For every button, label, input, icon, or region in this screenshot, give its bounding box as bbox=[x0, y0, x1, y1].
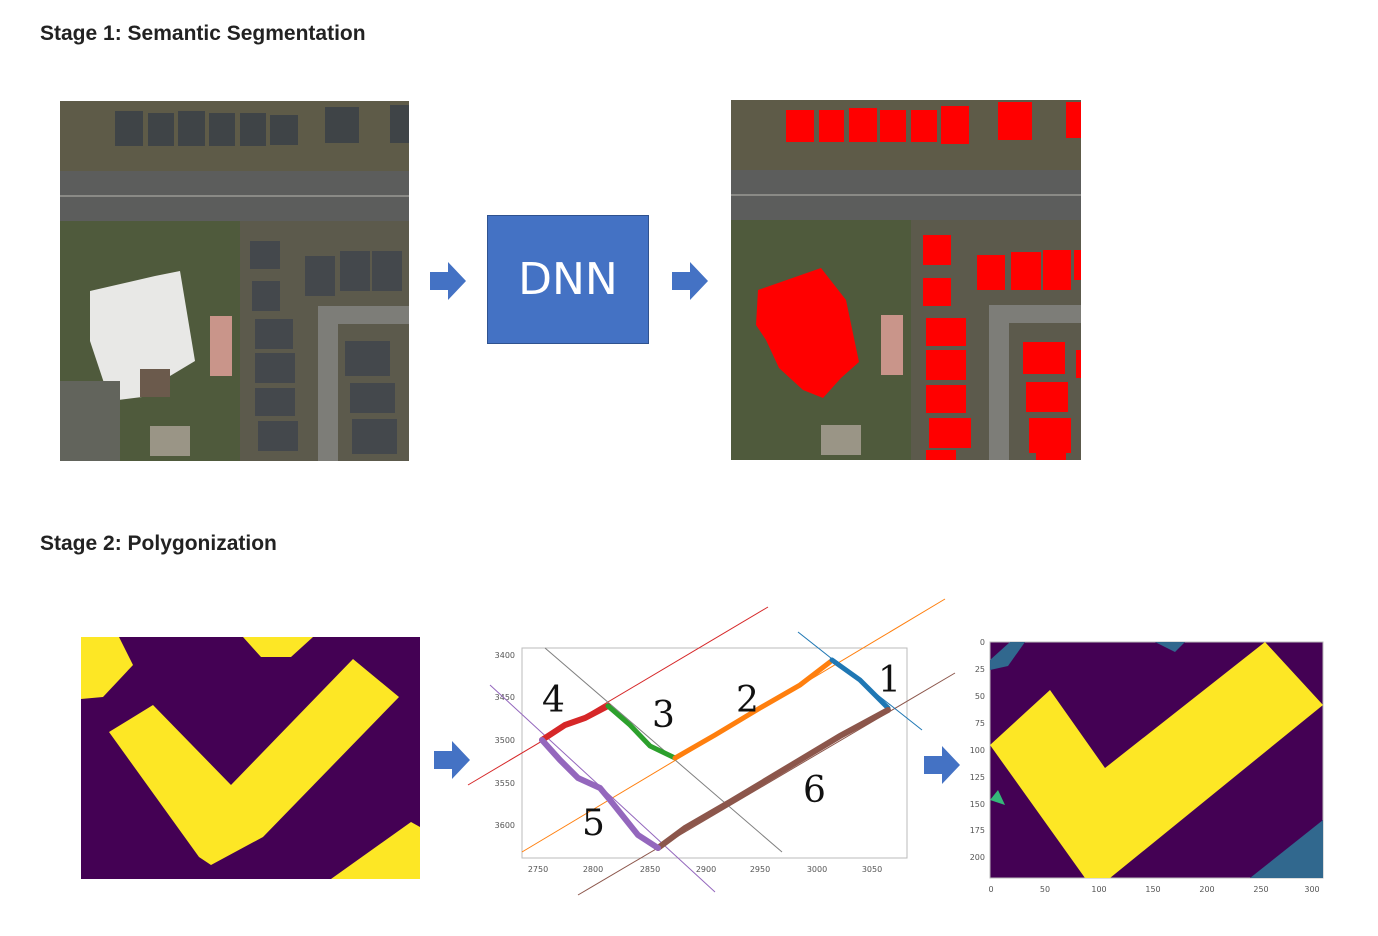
stage2-title: Stage 2: Polygonization bbox=[40, 532, 277, 555]
fit-y-tick: 3550 bbox=[495, 779, 515, 788]
segment-label-4: 4 bbox=[542, 680, 565, 721]
dnn-label: DNN bbox=[518, 254, 618, 305]
fit-y-tick: 3500 bbox=[495, 736, 515, 745]
fit-x-tick: 2950 bbox=[750, 865, 770, 874]
fit-line-brown bbox=[577, 672, 956, 896]
poly-y-tick: 75 bbox=[975, 719, 985, 728]
poly-x-tick: 150 bbox=[1145, 885, 1160, 894]
segment-6-brown bbox=[655, 707, 891, 851]
poly-x-tick: 50 bbox=[1040, 885, 1050, 894]
fit-x-tick: 2900 bbox=[696, 865, 716, 874]
arrow-right-icon bbox=[434, 741, 470, 779]
fit-x-tick: 2800 bbox=[583, 865, 603, 874]
poly-y-tick: 150 bbox=[970, 800, 985, 809]
poly-y-tick: 125 bbox=[970, 773, 985, 782]
segment-4-red bbox=[539, 703, 611, 743]
segment-label-3: 3 bbox=[652, 695, 675, 736]
stage1-title: Stage 1: Semantic Segmentation bbox=[40, 22, 366, 45]
poly-y-tick: 0 bbox=[980, 638, 985, 647]
poly-x-tick: 100 bbox=[1091, 885, 1106, 894]
poly-y-tick: 100 bbox=[970, 746, 985, 755]
fit-x-tick: 2750 bbox=[528, 865, 548, 874]
poly-x-tick: 200 bbox=[1199, 885, 1214, 894]
arrow-right-icon bbox=[924, 746, 960, 784]
input-aerial-image bbox=[60, 101, 409, 461]
segmentation-output-image bbox=[731, 100, 1081, 460]
segment-5-purple bbox=[539, 737, 661, 851]
poly-x-tick: 250 bbox=[1253, 885, 1268, 894]
arrow-right-icon bbox=[672, 262, 708, 300]
segment-2-orange bbox=[672, 659, 833, 761]
segment-label-2: 2 bbox=[736, 680, 759, 721]
segment-label-6: 6 bbox=[803, 770, 826, 811]
segment-label-5: 5 bbox=[582, 803, 605, 844]
line-fitting-plot: 3400 3450 3500 3550 3600 2750 2800 2850 … bbox=[467, 598, 956, 896]
poly-y-tick: 25 bbox=[975, 665, 985, 674]
fit-x-tick: 2850 bbox=[640, 865, 660, 874]
fit-y-tick: 3600 bbox=[495, 821, 515, 830]
segment-3-green bbox=[605, 703, 678, 761]
arrow-right-icon bbox=[430, 262, 466, 300]
dnn-model-box: DNN bbox=[487, 215, 649, 344]
segment-label-1: 1 bbox=[878, 660, 901, 701]
fit-line-red bbox=[467, 606, 769, 786]
poly-y-tick: 50 bbox=[975, 692, 985, 701]
poly-x-tick: 300 bbox=[1304, 885, 1319, 894]
fit-y-tick: 3450 bbox=[495, 693, 515, 702]
fit-x-tick: 3050 bbox=[862, 865, 882, 874]
poly-y-tick: 175 bbox=[970, 826, 985, 835]
building-mask-image bbox=[81, 637, 420, 879]
segment-1-blue bbox=[829, 657, 891, 711]
polygon-result-plot: 0 25 50 75 100 125 150 175 200 0 50 100 … bbox=[970, 638, 1324, 894]
fit-y-tick: 3400 bbox=[495, 651, 515, 660]
poly-x-tick: 0 bbox=[988, 885, 993, 894]
poly-y-tick: 200 bbox=[970, 853, 985, 862]
fit-x-tick: 3000 bbox=[807, 865, 827, 874]
